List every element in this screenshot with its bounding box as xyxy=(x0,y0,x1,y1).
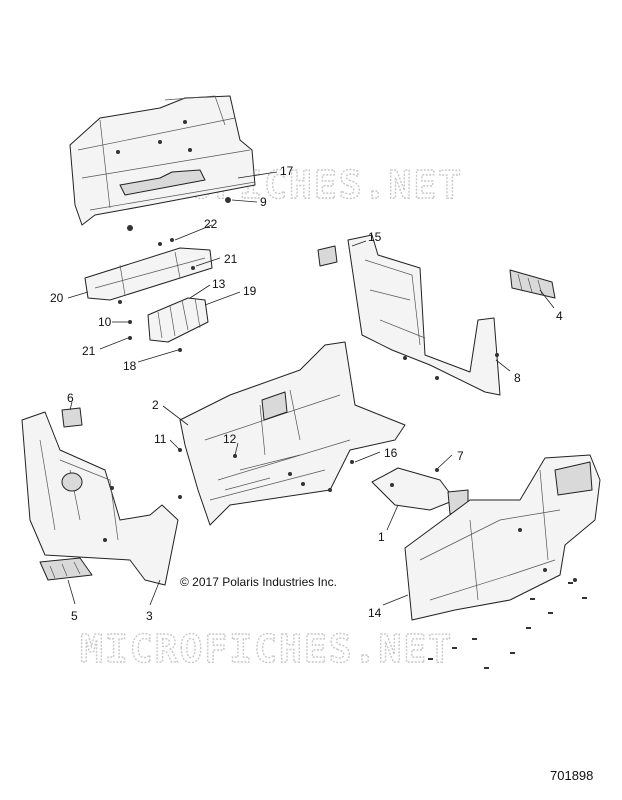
step-plate-right xyxy=(509,269,556,299)
step-plate-left xyxy=(39,557,93,581)
callout-14: 14 xyxy=(368,606,382,620)
document-number: 701898 xyxy=(550,768,593,783)
callout-labels: 17 9 22 21 20 13 19 10 21 18 15 4 8 6 2 … xyxy=(50,164,563,623)
callout-22: 22 xyxy=(204,217,218,231)
callout-9: 9 xyxy=(260,195,267,209)
rear-floor-tub xyxy=(404,454,601,621)
mounting-bracket xyxy=(84,238,213,304)
left-side-panel xyxy=(21,411,179,586)
fastener-9 xyxy=(225,197,231,203)
callout-6: 6 xyxy=(67,391,74,405)
center-console-cover xyxy=(350,460,469,515)
fastener-small-top xyxy=(127,225,133,231)
copyright-notice: © 2017 Polaris Industries Inc. xyxy=(180,575,337,589)
callout-1: 1 xyxy=(378,530,385,544)
fastener-row-bottom-right xyxy=(428,582,587,669)
callout-21-bottom: 21 xyxy=(82,344,96,358)
callout-12: 12 xyxy=(223,432,237,446)
callout-15: 15 xyxy=(368,230,382,244)
callout-8: 8 xyxy=(514,371,521,385)
callout-3: 3 xyxy=(146,609,153,623)
callout-10: 10 xyxy=(98,315,112,329)
callout-19: 19 xyxy=(243,284,257,298)
callout-21-top: 21 xyxy=(224,252,238,266)
callout-5: 5 xyxy=(71,609,78,623)
watermark-bottom: MICROFICHES.NET xyxy=(80,627,453,671)
callout-16: 16 xyxy=(384,446,398,460)
rear-bulkhead-panel xyxy=(69,95,256,226)
callout-7: 7 xyxy=(457,449,464,463)
storage-cover xyxy=(128,297,209,352)
trim-pad xyxy=(61,407,83,428)
callout-18: 18 xyxy=(123,359,137,373)
callout-11: 11 xyxy=(154,432,167,446)
callout-13: 13 xyxy=(212,277,226,291)
callout-17: 17 xyxy=(280,164,294,178)
callout-4: 4 xyxy=(556,309,563,323)
right-side-panel xyxy=(317,234,501,396)
callout-2: 2 xyxy=(152,398,159,412)
leader-lines xyxy=(67,171,555,606)
floor-panel-assembly xyxy=(178,341,406,526)
callout-20: 20 xyxy=(50,291,64,305)
